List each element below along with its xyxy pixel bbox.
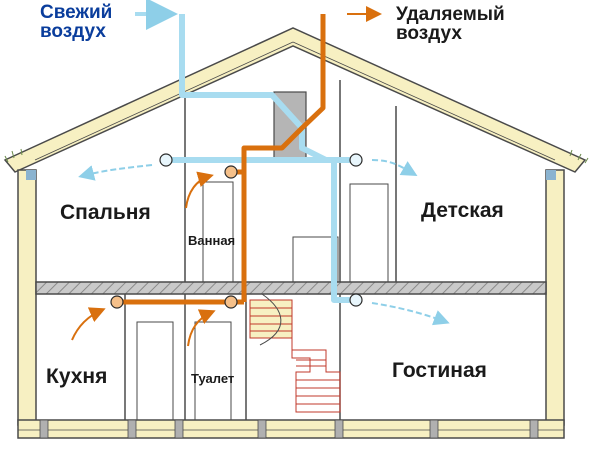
- staircase: [249, 299, 341, 413]
- outer-wall-left: [17, 169, 37, 426]
- roof-grass-edge: [4, 148, 589, 164]
- room-label-kitchen: Кухня: [46, 365, 108, 388]
- stair-rail: [259, 293, 282, 346]
- roof-ridge-line: [34, 41, 294, 161]
- outer-wall-right-upper: [546, 170, 556, 180]
- room-label-kids-room: Детская: [421, 199, 504, 222]
- roof-ridge-line: [292, 41, 556, 161]
- roof: [3, 27, 587, 173]
- room-label-living-room: Гостиная: [392, 359, 487, 382]
- exhaust-grille: [224, 165, 238, 179]
- room-label-bedroom: Спальня: [60, 201, 151, 224]
- door: [136, 321, 174, 421]
- door: [349, 183, 389, 283]
- room-label-bathroom: Ванная: [188, 233, 236, 248]
- exhaust-air-legend-line2: воздух: [396, 23, 462, 44]
- outer-wall-right: [545, 169, 565, 426]
- fresh-air-legend-line2: воздух: [40, 21, 106, 42]
- fresh-air-legend-line1: Свежий: [40, 2, 113, 23]
- exhaust-air-legend: Удаляемый воздух: [396, 5, 505, 43]
- supply-diffuser: [159, 153, 173, 167]
- foundation: [17, 419, 565, 439]
- supply-diffuser: [349, 293, 363, 307]
- room-label-toilet: Туалет: [191, 371, 235, 386]
- foundation-posts: [39, 419, 539, 439]
- fresh-air-flow-arrows: [78, 159, 450, 326]
- outer-wall-left-upper: [26, 170, 36, 180]
- fresh-air-legend: Свежий воздух: [40, 3, 112, 41]
- air-diffusers: [110, 153, 363, 309]
- supply-diffuser: [349, 153, 363, 167]
- fresh-air-duct-riser: [331, 160, 350, 303]
- door: [202, 181, 234, 283]
- exhaust-grille: [110, 295, 124, 309]
- door: [292, 236, 339, 283]
- exhaust-air-flow-arrows: [71, 171, 216, 347]
- floor-slab: [35, 281, 547, 295]
- exhaust-grille: [224, 295, 238, 309]
- exhaust-air-legend-line1: Удаляемый: [396, 4, 505, 25]
